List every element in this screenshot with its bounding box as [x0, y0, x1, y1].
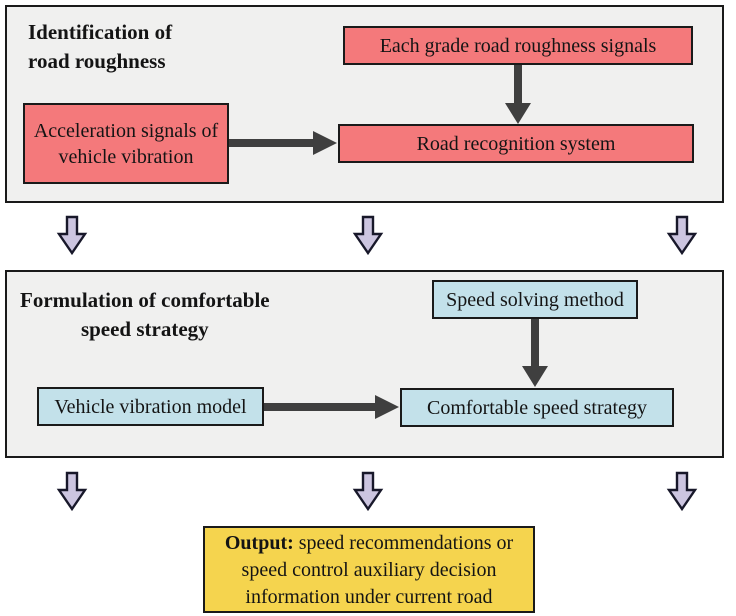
arrow-down-solving-to-strategy-icon: [522, 319, 548, 387]
panel1-title-line1: Identification of: [28, 20, 173, 44]
output-line-1: Output: speed recommendations or: [205, 530, 533, 557]
panel-formulation: Formulation of comfortable speed strateg…: [5, 270, 724, 458]
box-speed-solving-label: Speed solving method: [446, 288, 624, 311]
box-road-recognition-system: Road recognition system: [338, 124, 694, 163]
box-each-grade-label: Each grade road roughness signals: [379, 34, 657, 57]
panel1-title-line2: road roughness: [28, 49, 166, 73]
arrow-down-each-grade-to-recognition-icon: [505, 65, 531, 124]
box-speed-solving-method: Speed solving method: [432, 280, 638, 319]
box-acceleration-signals: Acceleration signals of vehicle vibratio…: [23, 103, 229, 184]
hollow-down-arrow-icon: [666, 215, 698, 255]
box-road-recognition-label: Road recognition system: [416, 132, 616, 155]
output-line-3: information under current road: [245, 586, 493, 608]
box-vehicle-vibration-model: Vehicle vibration model: [37, 387, 264, 426]
arrow-right-acceleration-to-recognition-icon: [229, 131, 337, 155]
hollow-down-arrow-icon: [56, 215, 88, 255]
box-comfortable-speed-strategy: Comfortable speed strategy: [400, 388, 674, 427]
arrow-right-vibration-to-strategy-icon: [264, 395, 399, 419]
output-line1-rest: speed recommendations or: [293, 532, 514, 554]
panel2-title-line1: Formulation of comfortable: [20, 288, 270, 312]
box-vehicle-vibration-label: Vehicle vibration model: [54, 395, 247, 418]
box-comfortable-speed-label: Comfortable speed strategy: [427, 396, 647, 419]
box-each-grade-road-roughness-signals: Each grade road roughness signals: [343, 26, 693, 65]
output-line-2: speed control auxiliary decision: [241, 559, 497, 581]
output-box: Output: speed recommendations or speed c…: [203, 526, 535, 613]
panel1-title: Identification of road roughness: [28, 18, 172, 76]
hollow-down-arrow-icon: [352, 471, 384, 511]
panel2-title: Formulation of comfortable speed strateg…: [20, 286, 270, 344]
hollow-down-arrow-icon: [666, 471, 698, 511]
panel2-title-line2: speed strategy: [80, 317, 209, 341]
box-acceleration-label: Acceleration signals of vehicle vibratio…: [33, 119, 219, 168]
output-bold-label: Output:: [224, 532, 294, 554]
hollow-down-arrow-icon: [352, 215, 384, 255]
hollow-down-arrow-icon: [56, 471, 88, 511]
panel-identification: Identification of road roughness Each gr…: [5, 5, 724, 203]
